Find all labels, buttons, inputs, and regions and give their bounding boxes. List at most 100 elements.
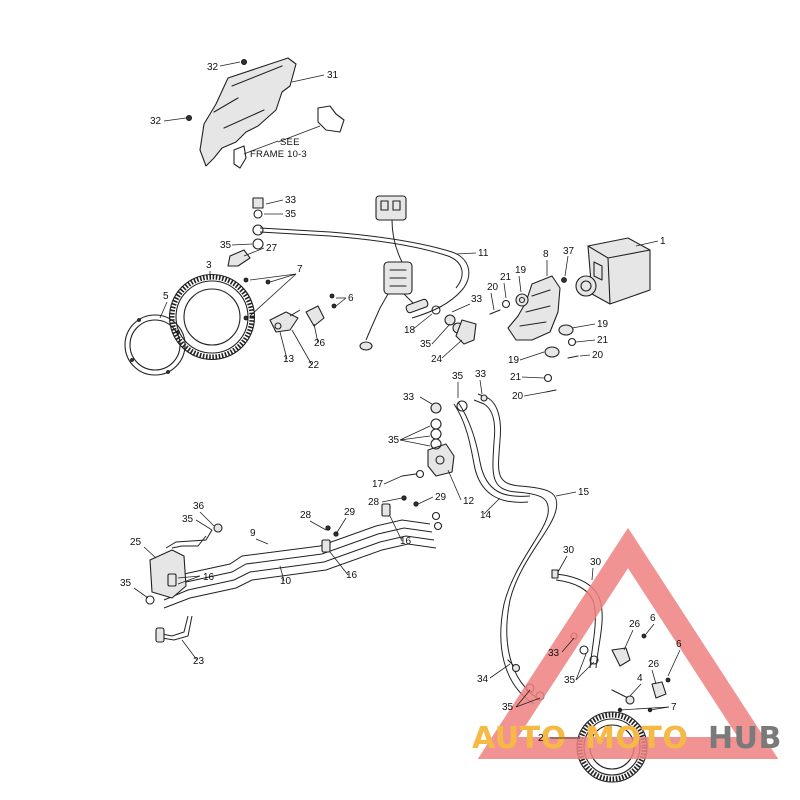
callout-number: 30: [590, 557, 602, 568]
callout-28: 28: [368, 497, 403, 508]
callout-number: 16: [346, 570, 358, 581]
leader-line: [249, 273, 297, 281]
abs-modulator-part-1: [575, 237, 651, 305]
callout-number: 28: [368, 497, 380, 508]
callout-19: 19: [571, 319, 609, 330]
callout-number: 31: [327, 70, 339, 81]
leader-line: [515, 697, 541, 708]
callout-number: 28: [300, 510, 312, 521]
callout-35: 35: [220, 240, 253, 251]
callout-13: 13: [279, 331, 295, 365]
callout-number: 13: [283, 354, 295, 365]
callout-number: 35: [120, 578, 132, 589]
callout-number: 25: [130, 537, 142, 548]
callout-1: 1: [635, 236, 666, 247]
leader-line: [231, 243, 253, 246]
callout-16: 16: [389, 515, 412, 547]
leader-line: [329, 551, 349, 576]
callout-34: 34: [477, 663, 511, 685]
leader-line: [399, 439, 431, 447]
leader-line: [199, 511, 215, 527]
callout-31: 31: [291, 70, 339, 83]
leader-line: [399, 435, 431, 441]
callout-26: 26: [313, 323, 326, 349]
callout-24: 24: [431, 339, 463, 365]
leader-line: [195, 519, 213, 531]
callout-26: 26: [648, 659, 660, 685]
callout-33: 33: [265, 195, 297, 206]
fittings-18-24: [431, 305, 477, 345]
callout-number: 15: [578, 487, 590, 498]
leader-line: [419, 396, 433, 405]
callout-number: 37: [563, 246, 575, 257]
callout-14: 14: [480, 497, 501, 521]
callout-29: 29: [335, 507, 356, 535]
callout-26: 26: [623, 619, 641, 651]
leader-line: [291, 74, 325, 83]
callout-20: 20: [487, 282, 499, 311]
callout-number: 35: [420, 339, 432, 350]
leader-line: [181, 639, 198, 661]
callout-number: 35: [564, 675, 576, 686]
brake-lines-9-10: [163, 511, 443, 609]
callout-18: 18: [404, 313, 433, 336]
bolts-20-21: [489, 299, 579, 393]
callout-number: 4: [637, 673, 643, 684]
callout-16: 16: [177, 572, 215, 585]
callout-16: 16: [329, 551, 358, 581]
callout-25: 25: [130, 537, 157, 559]
callout-number: 21: [597, 335, 609, 346]
leader-line: [575, 339, 596, 343]
fitting-block-part-12: [401, 402, 455, 479]
callout-35: 35: [182, 514, 213, 531]
leader-line: [503, 282, 507, 299]
banjo-bolt-33-top: [252, 197, 264, 250]
leader-line: [143, 546, 157, 559]
callout-number: 22: [308, 360, 320, 371]
callout-number: 5: [163, 291, 169, 302]
leader-line: [441, 339, 463, 359]
callout-number: 33: [285, 195, 297, 206]
leader-line: [417, 496, 434, 505]
callout-3: 3: [206, 260, 212, 280]
leader-line: [133, 587, 149, 599]
callout-35: 35: [564, 653, 595, 686]
leader-line: [399, 425, 431, 441]
callout-6: 6: [335, 293, 354, 307]
callout-number: 30: [563, 545, 575, 556]
callout-number: 21: [500, 272, 512, 283]
leader-line: [489, 663, 511, 679]
callout-2: 2: [538, 733, 580, 744]
leader-line: [447, 469, 462, 501]
callout-number: 14: [480, 510, 492, 521]
callout-number: 2: [538, 733, 544, 744]
callout-number: 21: [510, 372, 522, 383]
leader-line: [455, 252, 477, 255]
callout-number: 26: [629, 619, 641, 630]
heat-shield-part-31: [199, 57, 345, 169]
callout-number: 26: [314, 338, 326, 349]
callout-number: 36: [193, 501, 205, 512]
callout-11: 11: [455, 248, 489, 259]
leader-line: [243, 247, 265, 257]
callout-number: 19: [515, 265, 527, 276]
leader-line: [335, 517, 347, 535]
callout-29: 29: [417, 492, 447, 505]
leader-line: [335, 297, 347, 307]
tone-ring-part-3: [168, 273, 256, 361]
callout-number: 35: [452, 371, 464, 382]
callout-36: 36: [193, 501, 215, 527]
watermark-logo: [477, 527, 779, 759]
callout-23: 23: [181, 639, 205, 667]
leader-line: [269, 273, 297, 283]
bracket-part-8: [507, 275, 567, 341]
bracket-part-26-top: [305, 293, 337, 327]
callout-number: 7: [671, 702, 677, 713]
callout-number: 11: [478, 248, 489, 259]
callout-21: 21: [575, 335, 609, 346]
callout-number: 29: [344, 507, 356, 518]
leader-line: [519, 351, 545, 361]
leader-line: [619, 706, 670, 711]
leader-line: [389, 515, 403, 542]
